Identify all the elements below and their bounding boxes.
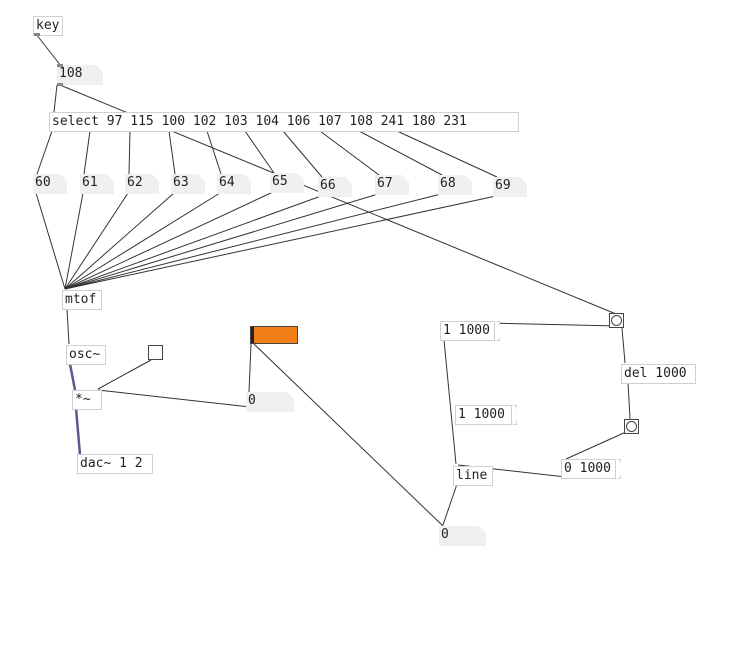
- note-number-box[interactable]: 63: [171, 174, 205, 194]
- line-output-number-box[interactable]: 0: [439, 526, 486, 546]
- cord-mtof-osc: [66, 308, 70, 345]
- osc-object[interactable]: osc~: [66, 345, 106, 365]
- key-number-box[interactable]: 108: [57, 64, 103, 86]
- note-number-value: 67: [377, 176, 393, 191]
- note-number-value: 69: [495, 178, 511, 193]
- slider-knob[interactable]: [251, 327, 254, 343]
- note-number-box[interactable]: 60: [33, 174, 67, 194]
- line-object[interactable]: line: [453, 466, 493, 486]
- cord-select-66: [282, 130, 323, 178]
- mtof-object-label: mtof: [65, 292, 97, 307]
- cord-61-mtof: [64, 192, 84, 290]
- key-number-value: 108: [59, 66, 83, 81]
- cord-67-mtof: [64, 193, 379, 290]
- cord-66-mtof: [64, 195, 322, 290]
- cord-select-69: [396, 130, 498, 178]
- cord-bang-del: [621, 327, 626, 364]
- multiply-object-label: *~: [75, 392, 91, 407]
- cord-select-67: [319, 130, 380, 176]
- cord-select-63: [168, 130, 176, 175]
- horizontal-slider[interactable]: [250, 326, 298, 344]
- key-object-label: key: [36, 18, 60, 33]
- ramp-up-message-alt[interactable]: 1 1000: [455, 405, 517, 425]
- cord-msg-line: [443, 339, 457, 465]
- control-cords: [35, 33, 631, 527]
- toggle[interactable]: [148, 345, 163, 360]
- note-number-box[interactable]: 66: [318, 177, 352, 197]
- ramp-down-message-label: 0 1000: [564, 461, 611, 476]
- cord-slider-line-output: [253, 343, 444, 527]
- outlet[interactable]: [57, 83, 63, 86]
- osc-object-label: osc~: [69, 347, 101, 362]
- note-number-value: 65: [272, 174, 288, 189]
- select-object-label: select 97 115 100 102 103 104 106 107 10…: [52, 114, 467, 129]
- select-object[interactable]: select 97 115 100 102 103 104 106 107 10…: [49, 112, 519, 132]
- cord-key-to-number: [35, 33, 62, 67]
- cord-number-mul: [97, 389, 251, 408]
- line-object-label: line: [456, 468, 488, 483]
- note-number-value: 66: [320, 178, 336, 193]
- ramp-down-message[interactable]: 0 1000: [561, 459, 621, 479]
- multiply-object[interactable]: *~: [72, 390, 102, 410]
- ramp-up-message-label: 1 1000: [443, 323, 490, 338]
- cord-69-mtof: [64, 195, 497, 290]
- cord-68-mtof: [64, 193, 442, 290]
- cord-slider-number: [248, 343, 252, 393]
- gain-number-value: 0: [248, 393, 256, 408]
- cord-line-output: [442, 483, 458, 526]
- cord-64-mtof: [64, 192, 221, 290]
- cord-select-61: [83, 130, 91, 175]
- cord-select-62: [128, 130, 131, 175]
- note-number-value: 61: [82, 175, 98, 190]
- dac-object[interactable]: dac~ 1 2: [77, 454, 153, 474]
- cord-62-mtof: [64, 192, 129, 290]
- cord-osc-mul: [68, 363, 77, 391]
- note-number-box[interactable]: 67: [375, 175, 409, 195]
- inlet[interactable]: [57, 64, 63, 67]
- cord-select-60: [36, 130, 53, 175]
- note-number-value: 63: [173, 175, 189, 190]
- note-number-box[interactable]: 68: [438, 175, 472, 195]
- cord-63-mtof: [64, 192, 175, 290]
- cord-mul-dac: [74, 407, 82, 456]
- gain-number-box[interactable]: 0: [246, 392, 294, 412]
- bang-button[interactable]: [609, 313, 624, 328]
- delay-object[interactable]: del 1000: [621, 364, 696, 384]
- note-number-value: 60: [35, 175, 51, 190]
- cord-select-64: [206, 130, 222, 175]
- cord-60-mtof: [35, 192, 66, 290]
- mtof-object[interactable]: mtof: [62, 290, 102, 310]
- note-number-value: 68: [440, 176, 456, 191]
- cord-number-to-select: [53, 84, 58, 113]
- note-number-value: 62: [127, 175, 143, 190]
- ramp-up-message[interactable]: 1 1000: [440, 321, 500, 341]
- note-number-box[interactable]: 64: [217, 174, 251, 194]
- line-output-value: 0: [441, 527, 449, 542]
- note-number-box[interactable]: 69: [493, 177, 527, 197]
- note-number-box[interactable]: 62: [125, 174, 159, 194]
- cord-bang-msg-down: [565, 431, 627, 460]
- cord-65-mtof: [64, 191, 274, 290]
- note-number-box[interactable]: 65: [270, 173, 304, 193]
- cord-select-65: [244, 130, 275, 174]
- ramp-up-alt-message-label: 1 1000: [458, 407, 505, 422]
- note-number-box[interactable]: 61: [80, 174, 114, 194]
- dac-object-label: dac~ 1 2: [80, 456, 143, 471]
- key-object[interactable]: key: [33, 16, 63, 36]
- cord-select-68: [358, 130, 443, 176]
- cord-del-bang: [627, 381, 631, 420]
- delay-object-label: del 1000: [624, 366, 687, 381]
- note-number-value: 64: [219, 175, 235, 190]
- bang-button[interactable]: [624, 419, 639, 434]
- outlet[interactable]: [34, 33, 40, 36]
